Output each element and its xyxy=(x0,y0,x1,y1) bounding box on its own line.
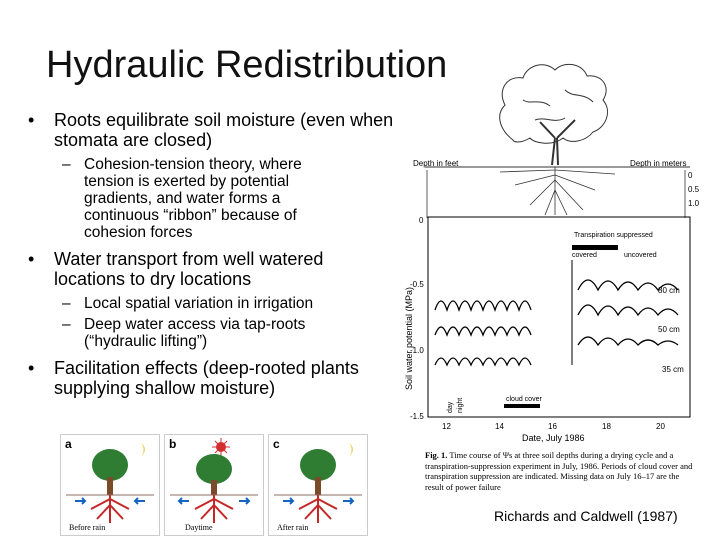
night-label: night xyxy=(457,398,464,413)
sub-bullet-2-1-text: Local spatial variation in irrigation xyxy=(84,295,314,312)
tree-canopy-icon xyxy=(300,449,336,481)
bullet-dot: • xyxy=(28,249,35,269)
covered-label: covered xyxy=(572,252,597,259)
meter-tick-0: 0 xyxy=(688,171,693,180)
root-icon xyxy=(90,495,130,523)
soil-water-potential-chart: Soil water potential (MPa) 0 -0.5 -1.0 -… xyxy=(404,216,691,443)
panel-c: c After rain xyxy=(268,434,368,536)
cloud-cover-bar xyxy=(504,404,540,408)
y-tick-2: -1.0 xyxy=(410,346,424,355)
plot-frame xyxy=(427,216,691,418)
sub-bullet-1-1-text: Cohesion-tension theory, where tension i… xyxy=(84,156,302,241)
x-axis-label: Date, July 1986 xyxy=(522,433,585,443)
panel-b-caption: Daytime xyxy=(185,523,213,532)
panel-b-illustration xyxy=(170,438,258,523)
series-label-50cm: 50 cm xyxy=(658,325,680,334)
tree-soil-sketch: Depth in feet Depth in meters 0 0.5 1.0 xyxy=(413,63,700,218)
sub-bullet-2-2-text: Deep water access via tap-roots (“hydrau… xyxy=(84,316,306,350)
tree-canopy-icon xyxy=(196,454,232,484)
sun-rays xyxy=(212,438,230,456)
tree-canopy-icon xyxy=(499,63,608,144)
bullet-dot: • xyxy=(28,110,35,130)
day-label: day xyxy=(447,401,454,413)
bullet-list: • Roots equilibrate soil moisture (even w… xyxy=(28,110,398,404)
y-tick-3: -1.5 xyxy=(410,412,424,421)
series-label-80cm: 80 cm xyxy=(658,286,680,295)
series-35cm-line xyxy=(434,336,679,367)
moon-icon xyxy=(349,443,353,457)
cloud-cover-label: cloud cover xyxy=(506,396,542,403)
tree-trunk xyxy=(539,119,576,166)
x-tick-18: 18 xyxy=(602,422,611,431)
uncovered-label: uncovered xyxy=(624,252,657,259)
x-tick-12: 12 xyxy=(442,422,451,431)
figure-caption-text: Time course of Ψs at three soil depths d… xyxy=(425,450,693,492)
tree-trunk-icon xyxy=(107,477,113,495)
x-tick-14: 14 xyxy=(495,422,504,431)
transpiration-suppressed-label: Transpiration suppressed xyxy=(574,232,653,239)
panel-a-illustration xyxy=(66,443,154,523)
meter-tick-1: 0.5 xyxy=(688,185,700,194)
panel-a-letter: a xyxy=(65,437,72,451)
panel-c-letter: c xyxy=(273,437,280,451)
sub-bullet-1-1: –Cohesion-tension theory, where tension … xyxy=(28,156,354,241)
bullet-3: • Facilitation effects (deep-rooted plant… xyxy=(28,358,398,398)
bullet-2: • Water transport from well watered locat… xyxy=(28,249,398,289)
panel-b: b Daytime xyxy=(164,434,264,536)
bullet-3-text: Facilitation effects (deep-rooted plants… xyxy=(54,358,359,398)
panel-c-caption: After rain xyxy=(277,523,309,532)
sub-bullet-2-2: –Deep water access via tap-roots (“hydra… xyxy=(28,316,354,350)
y-axis-label: Soil water potential (MPa) xyxy=(404,287,414,390)
water-flow-arrow-icon xyxy=(283,497,355,505)
depth-feet-label: Depth in feet xyxy=(413,159,459,168)
bullet-1: • Roots equilibrate soil moisture (even w… xyxy=(28,110,398,150)
figure-caption-label: Fig. 1. xyxy=(425,450,448,460)
sub-bullet-2-1: –Local spatial variation in irrigation xyxy=(28,295,354,312)
root-icon xyxy=(298,495,338,523)
tree-canopy-icon xyxy=(92,449,128,481)
bullet-dot: • xyxy=(28,358,35,378)
panel-b-letter: b xyxy=(169,437,177,451)
root-icon xyxy=(194,495,234,523)
tree-trunk-icon xyxy=(211,480,217,495)
depth-meters-label: Depth in meters xyxy=(630,159,686,168)
series-50cm-line xyxy=(434,304,679,337)
bullet-dash: – xyxy=(62,295,71,312)
bullet-dash: – xyxy=(62,156,71,173)
bullet-1-text: Roots equilibrate soil moisture (even wh… xyxy=(54,110,394,150)
suppression-bar xyxy=(572,245,618,250)
figure-caption: Fig. 1. Time course of Ψs at three soil … xyxy=(425,450,695,492)
y-tick-1: -0.5 xyxy=(410,280,424,289)
tree-trunk-icon xyxy=(315,477,321,495)
citation-credit: Richards and Caldwell (1987) xyxy=(494,508,678,524)
panel-c-illustration xyxy=(274,443,362,523)
slide-title: Hydraulic Redistribution xyxy=(46,44,448,86)
bullet-dash: – xyxy=(62,316,71,333)
x-tick-16: 16 xyxy=(548,422,557,431)
meter-tick-2: 1.0 xyxy=(688,199,700,208)
y-tick-0: 0 xyxy=(419,216,424,225)
panel-a: a Before rain xyxy=(60,434,160,536)
series-label-35cm: 35 cm xyxy=(662,365,684,374)
water-flow-arrow-icon xyxy=(177,497,251,505)
series-80cm-line xyxy=(434,279,679,313)
moon-icon xyxy=(141,443,145,457)
root-system xyxy=(499,167,616,216)
water-flow-arrow-icon xyxy=(75,497,145,505)
panel-a-caption: Before rain xyxy=(69,523,106,532)
x-tick-20: 20 xyxy=(656,422,665,431)
bullet-2-text: Water transport from well watered locati… xyxy=(54,249,324,289)
